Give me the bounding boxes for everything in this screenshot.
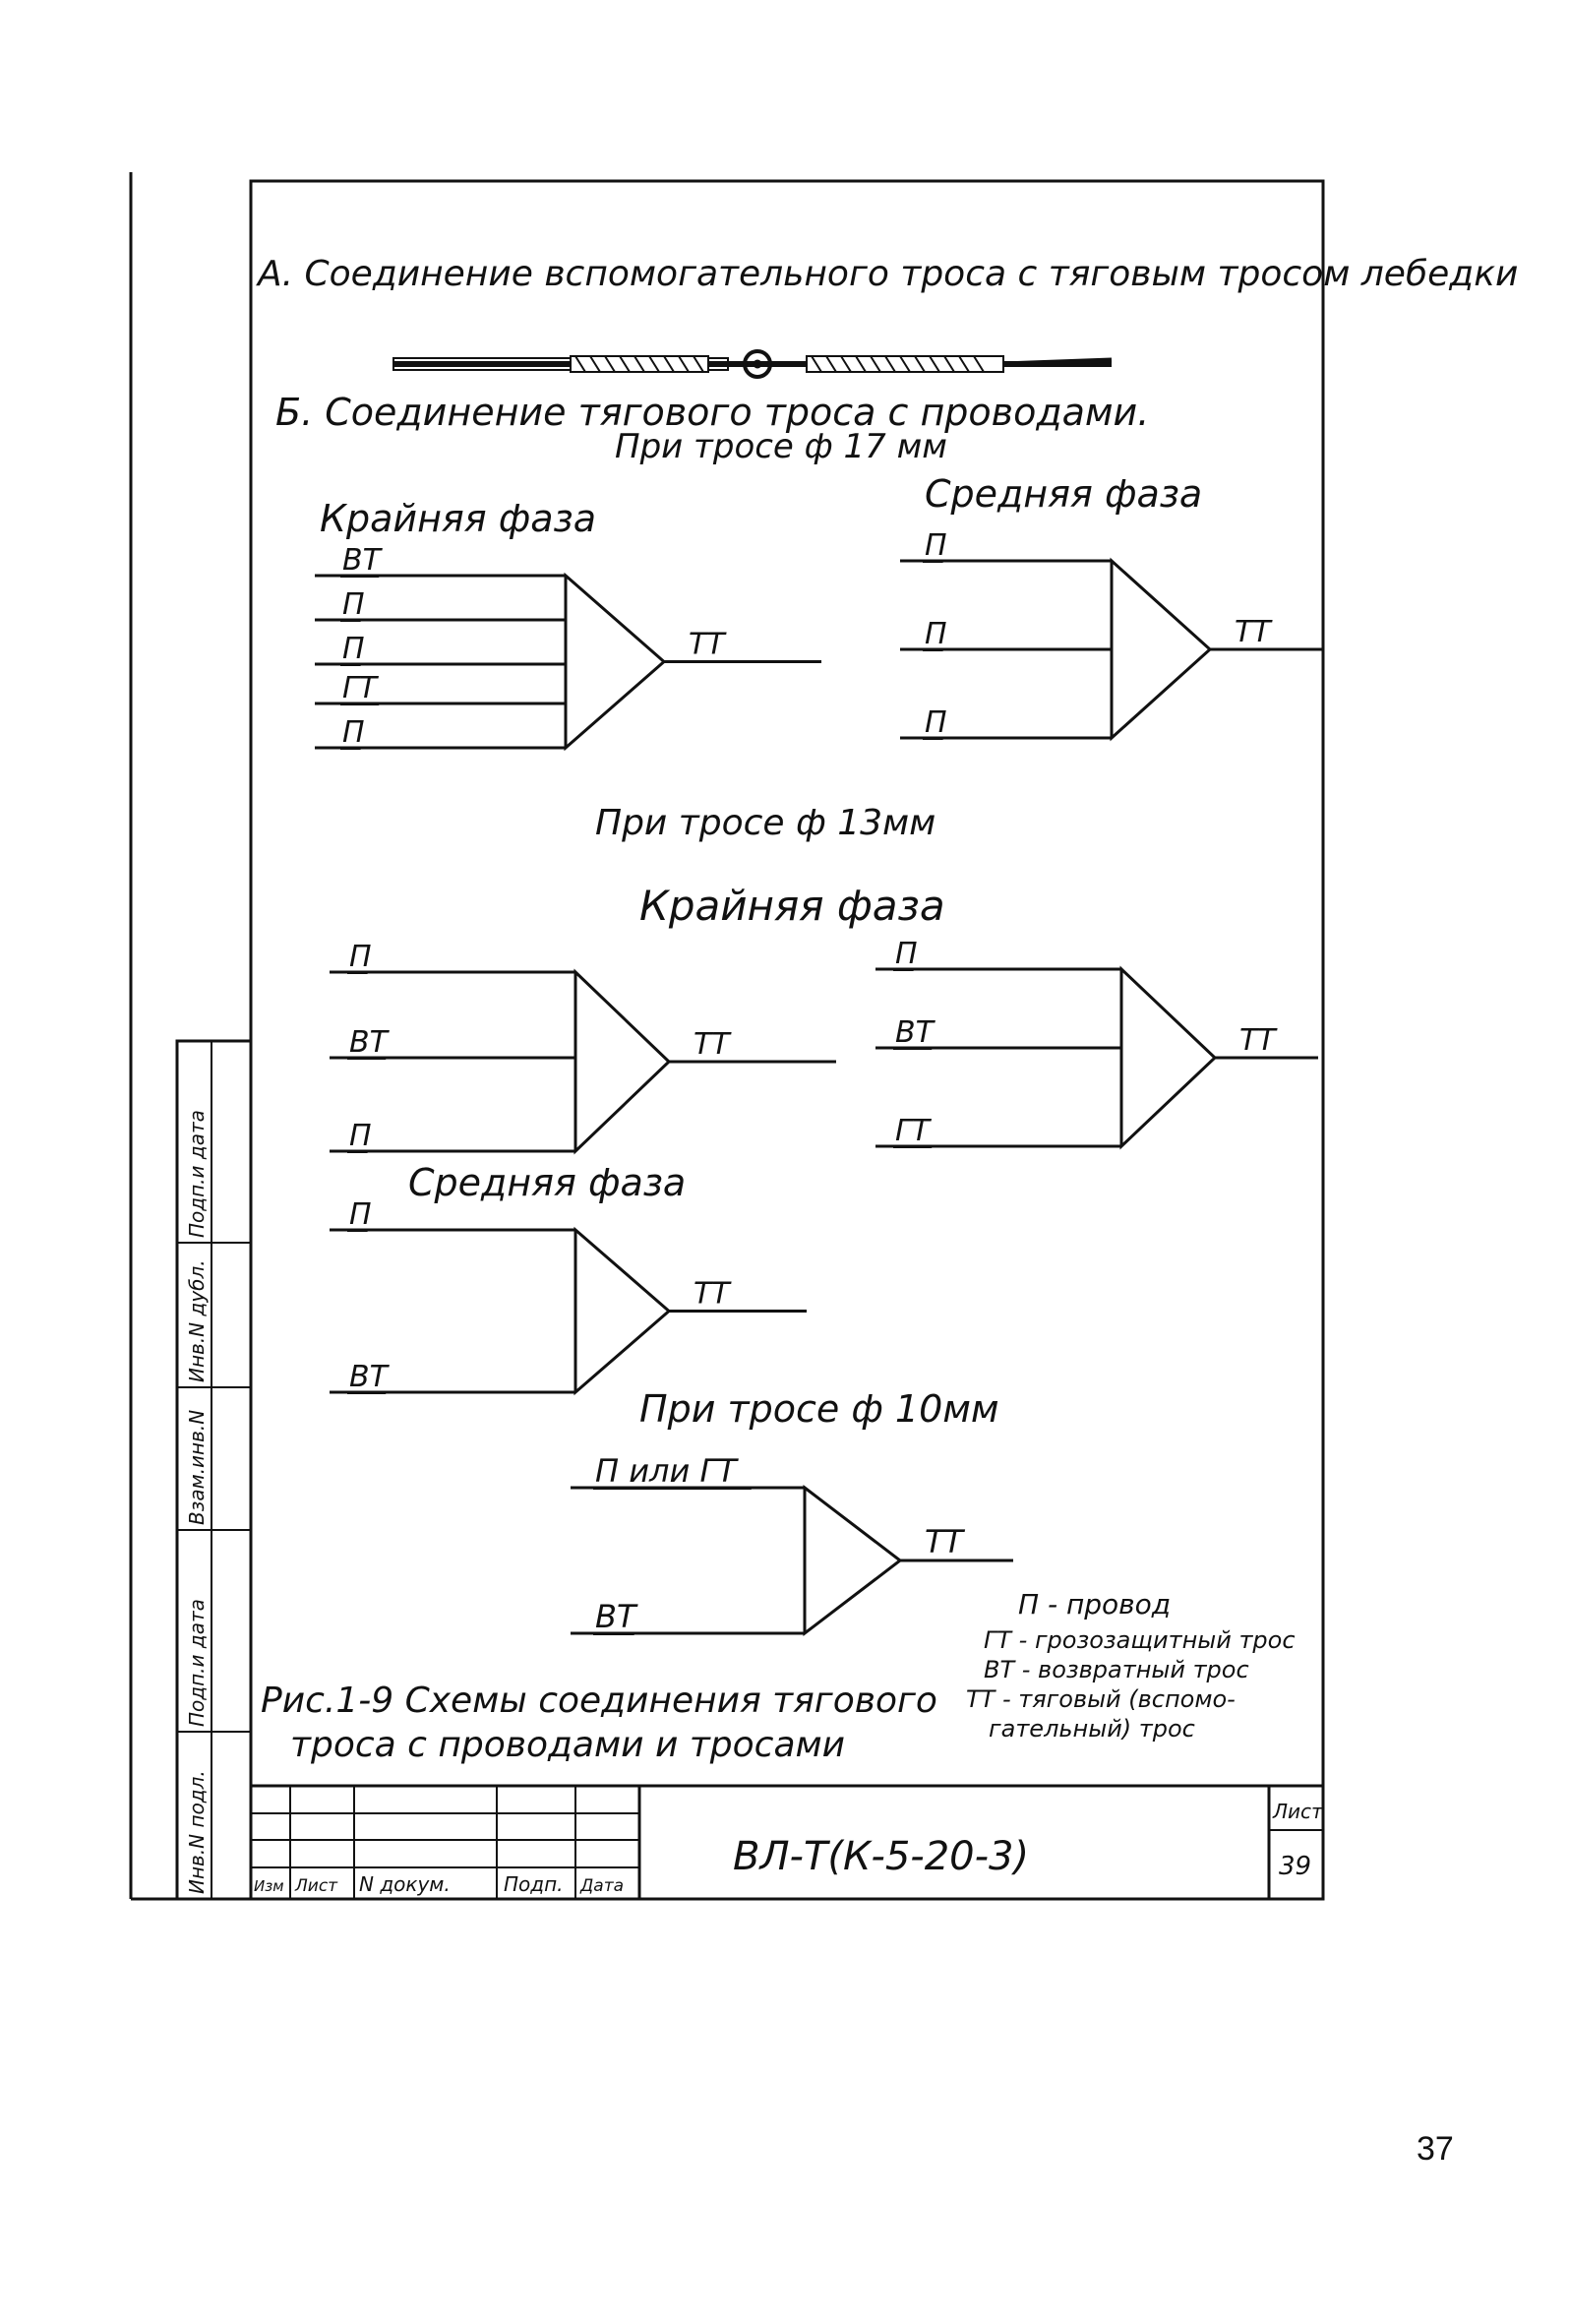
input-label: ВТ bbox=[342, 543, 384, 578]
cable-splice-illustration bbox=[392, 349, 1113, 379]
output-label: ТТ bbox=[689, 628, 727, 662]
document-code: ВЛ-Т(К-5-20-3) bbox=[733, 1834, 1029, 1879]
connector-triangle bbox=[573, 1226, 672, 1396]
heading-a: А. Соединение вспомогательного троса с т… bbox=[256, 254, 1518, 294]
connector-triangle bbox=[1119, 965, 1218, 1150]
input-label: П bbox=[342, 715, 365, 750]
stamp-header: N докум. bbox=[359, 1872, 451, 1896]
input-label: П bbox=[925, 617, 947, 651]
input-label: ВТ bbox=[349, 1360, 391, 1394]
page-number: 37 bbox=[1417, 2130, 1454, 2168]
connector-triangle bbox=[803, 1484, 903, 1637]
input-label: ВТ bbox=[349, 1025, 391, 1060]
diagram-13-outer-a: П ВТ П ТТ bbox=[330, 940, 836, 1155]
output-label: ТТ bbox=[925, 1523, 966, 1560]
stamp-header: Подп. bbox=[504, 1872, 564, 1896]
side-stamp bbox=[175, 1039, 253, 1901]
input-label: П bbox=[349, 1197, 372, 1232]
input-label: П bbox=[925, 705, 947, 740]
outer-phase-label-17: Крайняя фаза bbox=[320, 497, 596, 540]
connector-triangle bbox=[1110, 557, 1213, 742]
diagram-13-outer-b: П ВТ ГТ ТТ bbox=[875, 937, 1318, 1150]
diagram-17-middle: П П П ТТ bbox=[900, 528, 1323, 742]
diagram-13-middle: П ВТ ТТ bbox=[330, 1197, 807, 1396]
output-label: ТТ bbox=[1235, 615, 1273, 649]
stamp-header: Лист bbox=[294, 1876, 338, 1896]
input-label: ГТ bbox=[342, 671, 380, 705]
connector-triangle bbox=[564, 572, 667, 752]
stamp-header: Изм bbox=[254, 1877, 284, 1895]
middle-phase-label-17: Средняя фаза bbox=[925, 472, 1202, 516]
input-label: П bbox=[342, 587, 365, 622]
diagram-10: П или ГТ ВТ ТТ bbox=[571, 1452, 1013, 1637]
title-block bbox=[251, 1784, 1323, 1899]
input-label: П bbox=[925, 528, 947, 563]
sheet-label: Лист bbox=[1272, 1800, 1324, 1823]
outer-phase-label-13: Крайняя фаза bbox=[639, 882, 945, 930]
input-label: ВТ bbox=[895, 1015, 936, 1050]
input-label: П bbox=[349, 940, 372, 974]
legend-item: ВТ - возвратный трос bbox=[984, 1656, 1249, 1683]
input-label: П bbox=[342, 632, 365, 666]
middle-phase-label-13: Средняя фаза bbox=[408, 1161, 686, 1204]
output-label: ТТ bbox=[1239, 1023, 1278, 1058]
side-stamp-label: Подп.и дата bbox=[185, 1110, 209, 1238]
figure-caption-line1: Рис.1-9 Схемы соединения тягового bbox=[261, 1681, 937, 1721]
cable-17-label: При тросе ф 17 мм bbox=[615, 427, 947, 466]
figure-caption-line2: троса с проводами и тросами bbox=[290, 1725, 845, 1765]
side-stamp-label: Взам.инв.N bbox=[185, 1410, 209, 1525]
output-label: ТТ bbox=[694, 1027, 732, 1062]
heading-b: Б. Соединение тягового троса с проводами… bbox=[275, 391, 1149, 434]
sheet-number: 39 bbox=[1279, 1852, 1311, 1881]
side-stamp-label: Инв.N дубл. bbox=[185, 1259, 209, 1382]
input-label: ВТ bbox=[595, 1598, 638, 1635]
legend-item: ГТ - грозозащитный трос bbox=[984, 1626, 1296, 1654]
legend-item: гательный) трос bbox=[989, 1715, 1195, 1743]
cable-10-label: При тросе ф 10мм bbox=[639, 1387, 999, 1431]
side-stamp-label: Подп.и дата bbox=[185, 1599, 209, 1727]
input-label: ГТ bbox=[895, 1114, 933, 1148]
legend: П - провод ГТ - грозозащитный трос ВТ - … bbox=[966, 1588, 1296, 1743]
legend-item: ТТ - тяговый (вспомо- bbox=[966, 1685, 1236, 1713]
legend-item: П - провод bbox=[1018, 1588, 1171, 1621]
connector-triangle bbox=[573, 968, 672, 1155]
side-stamp-label: Инв.N подл. bbox=[185, 1770, 209, 1894]
cable-13-label: При тросе ф 13мм bbox=[595, 803, 935, 843]
input-label: П или ГТ bbox=[595, 1452, 739, 1490]
output-label: ТТ bbox=[694, 1277, 732, 1312]
input-label: П bbox=[895, 937, 918, 971]
stamp-header: Дата bbox=[579, 1876, 624, 1896]
input-label: П bbox=[349, 1119, 372, 1153]
